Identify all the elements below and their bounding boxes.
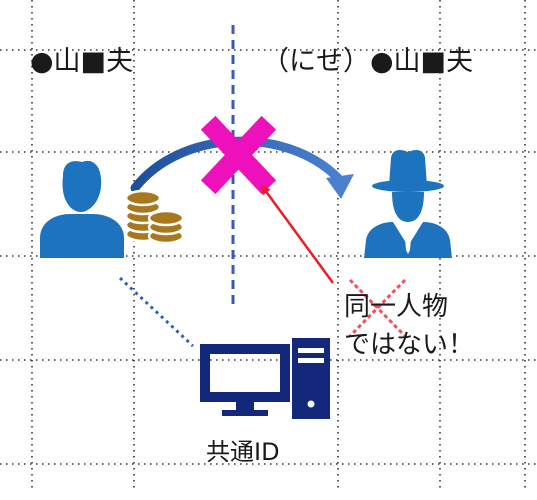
note-line-1: 同一人物 xyxy=(344,292,449,322)
person-icon xyxy=(40,160,124,258)
strike-x-icon xyxy=(348,278,407,338)
common-id-label: 共通ID xyxy=(206,438,280,466)
desktop-computer-icon xyxy=(200,338,330,419)
right-person-name: （にせ）●山■夫 xyxy=(262,46,474,77)
coins-icon xyxy=(124,189,185,245)
red-pointer-arrow xyxy=(260,184,335,284)
cross-icon xyxy=(200,115,277,195)
link-dotted-line xyxy=(118,276,195,348)
note-line-2: ではない！ xyxy=(344,330,475,360)
disguised-person-icon xyxy=(364,150,452,258)
left-person-name: ●山■夫 xyxy=(30,46,134,77)
